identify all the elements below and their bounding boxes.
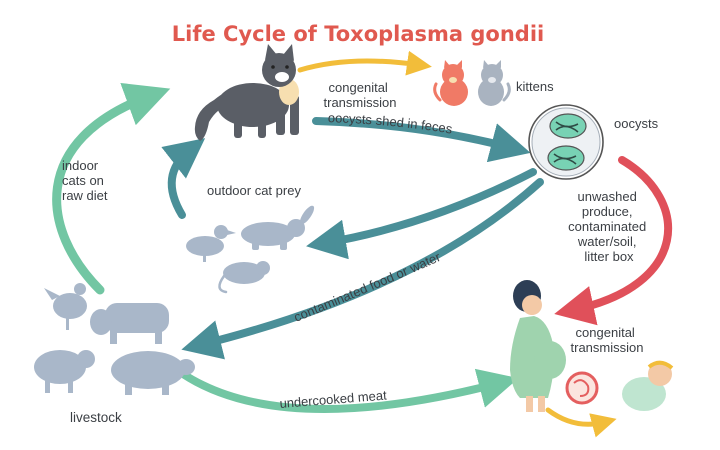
oocyst-icon [528,104,604,180]
outdoor-prey-label: outdoor cat prey [207,183,301,198]
chicken-icon [44,283,87,330]
unwashed-label-4: water/soil, [577,234,637,249]
congenital-kittens-arrow [297,50,432,76]
unwashed-produce-arrow [554,156,672,326]
page-title: Life Cycle of Toxoplasma gondii [172,22,544,46]
indoor-cats-arrow [52,82,171,295]
prey-to-cat-arrow [161,138,206,219]
svg-text:indoor cats on raw die: indoor cats on raw diet [62,158,108,203]
congenital-label-bottom-2: transmission [571,340,644,355]
unwashed-label-3: contaminated [568,219,646,234]
indoor-cats-label-3: raw diet [62,188,108,203]
kittens-label: kittens [516,79,554,94]
oocysts-label: oocysts [614,116,659,131]
pig-icon [111,351,195,395]
contaminated-food-label: contaminated food or water [292,249,444,325]
cat-icon [194,44,299,141]
unwashed-label-1: unwashed [578,189,637,204]
baby-icon [622,360,674,411]
pregnant-woman-icon [510,280,566,412]
sheep-icon [34,350,95,393]
rat-icon [218,261,270,294]
congenital-label-top-1: congenital [329,80,388,95]
contaminated-food-arrow [181,178,544,360]
fetus-icon [565,371,599,405]
undercooked-meat-arrow [176,368,519,413]
livestock-label: livestock [70,410,122,425]
svg-text:congenital transmission: congenital transmission [571,325,644,355]
unwashed-label-2: produce, [582,204,633,219]
indoor-cats-label-1: indoor [62,158,99,173]
kittens-icon [433,60,511,106]
oocysts-shed-arrow [312,117,531,163]
duck-icon [186,225,236,262]
congenital-label-bottom-1: congenital [576,325,635,340]
oocysts-shed-label: oocysts shed in feces [328,110,454,137]
oocysts-to-prey-arrow [306,168,537,260]
congenital-label-top-2: transmission [324,95,397,110]
svg-text:congenital transmission: congenital transmission [324,80,397,110]
indoor-cats-label-2: cats on [62,173,104,188]
cow-icon [90,303,169,344]
unwashed-label-5: litter box [584,249,634,264]
svg-text:unwashed produce, cont: unwashed produce, contaminated water/soi… [568,189,650,264]
congenital-baby-arrow [545,407,617,438]
rabbit-icon [241,205,315,250]
